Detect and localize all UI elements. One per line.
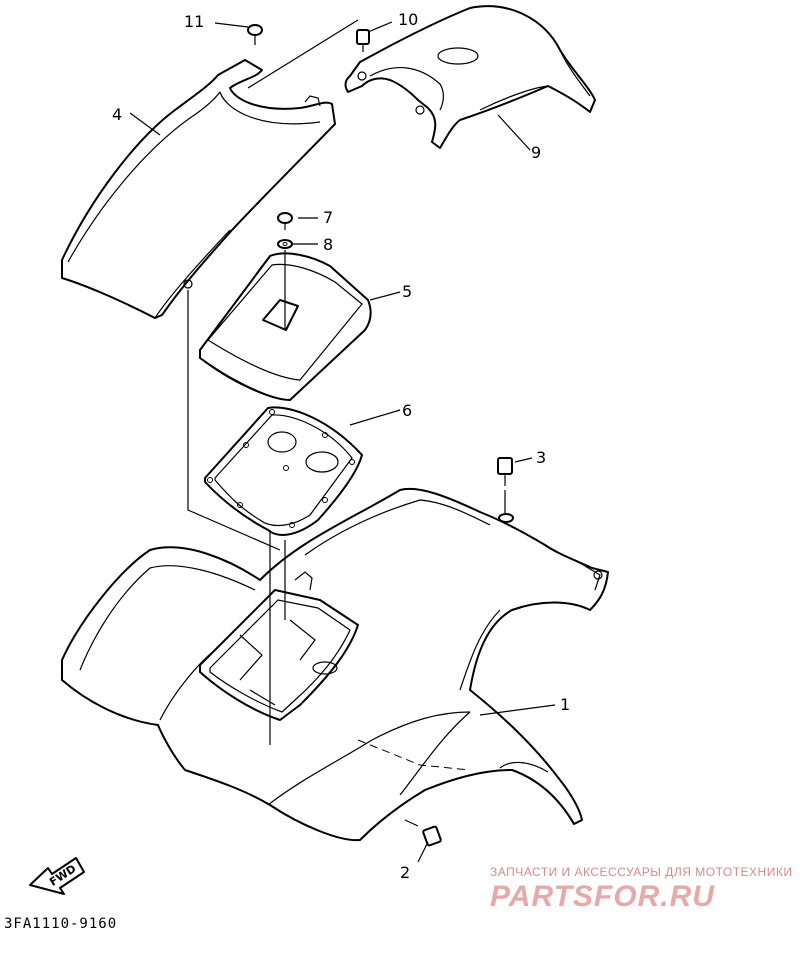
fastener-3-bolt	[497, 457, 514, 523]
fastener-8-washer	[277, 239, 293, 249]
callout-1: 1	[560, 695, 570, 714]
callout-6: 6	[402, 401, 412, 420]
watermark: ЗАПЧАСТИ И АКСЕССУАРЫ ДЛЯ МОТОТЕХНИКИ PA…	[490, 865, 792, 913]
watermark-logo: PARTSFOR.RU	[490, 880, 715, 913]
callout-2: 2	[400, 863, 410, 882]
callout-9: 9	[531, 143, 541, 162]
fastener-10-bolt	[356, 29, 370, 52]
callout-5: 5	[402, 282, 412, 301]
fwd-arrow-icon: FWD	[29, 857, 85, 895]
callout-3: 3	[536, 448, 546, 467]
part-4-upper-fender	[61, 59, 336, 319]
part-6-plate	[204, 406, 363, 536]
callout-7: 7	[323, 208, 333, 227]
fastener-7-screw	[277, 212, 293, 230]
callout-4: 4	[112, 105, 122, 124]
callout-11: 11	[184, 12, 204, 31]
callout-10: 10	[398, 10, 418, 29]
leader-lines	[129, 21, 556, 863]
callout-8: 8	[323, 235, 333, 254]
fastener-11-screw	[247, 24, 263, 45]
callouts: 11 10 4 9 7 8 5 6 3 1 2	[112, 10, 570, 882]
drawing-code: 3FA1110-9160	[4, 916, 117, 932]
part-1-rear-fender	[61, 488, 609, 842]
part-9-rear-flap	[344, 5, 596, 149]
watermark-tagline: ЗАПЧАСТИ И АКСЕССУАРЫ ДЛЯ МОТОТЕХНИКИ	[490, 865, 792, 879]
alignment-lines	[187, 19, 506, 745]
fastener-2-bolt	[404, 819, 442, 847]
